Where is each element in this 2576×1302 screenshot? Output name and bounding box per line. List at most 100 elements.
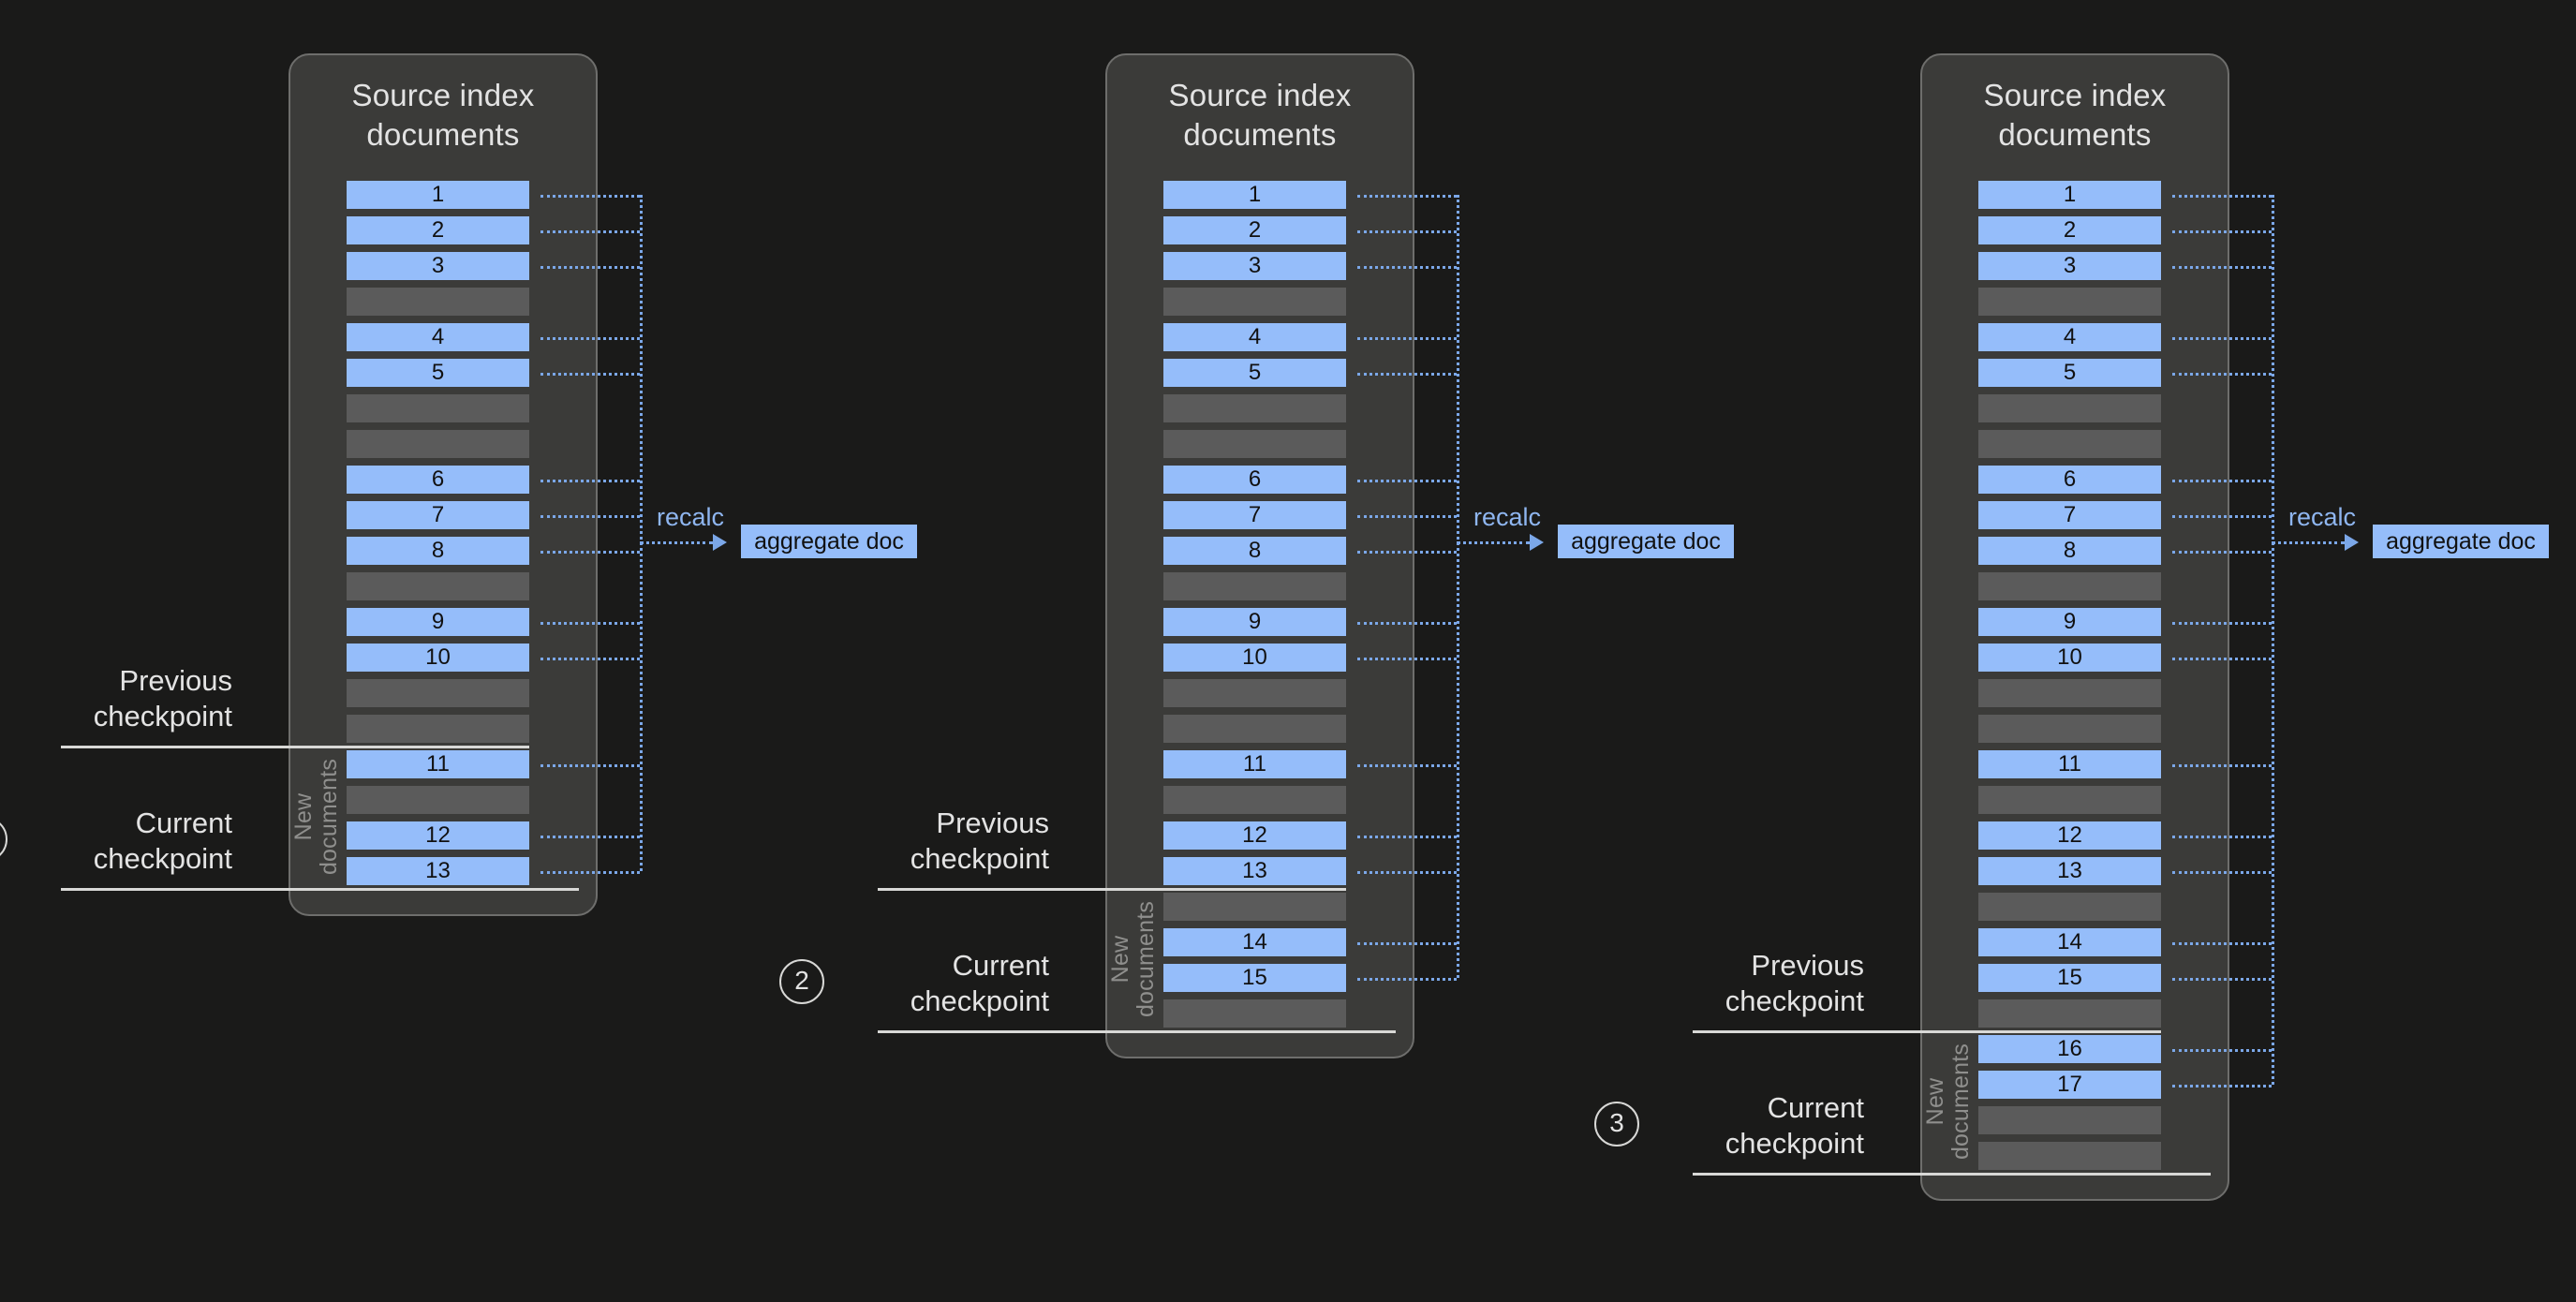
empty-row — [347, 288, 529, 316]
document-row: 3 — [1978, 252, 2161, 280]
current-checkpoint-label: Current checkpoint — [93, 806, 232, 875]
document-row: 14 — [1978, 928, 2161, 956]
document-row: 8 — [1163, 537, 1346, 565]
document-row: 11 — [347, 750, 529, 778]
row-connector — [1357, 373, 1457, 376]
recalc-label: recalc — [1473, 503, 1542, 531]
row-connector — [540, 515, 640, 518]
current-checkpoint-line — [1693, 1173, 2211, 1176]
document-row: 13 — [1978, 857, 2161, 885]
previous-checkpoint-line — [1693, 1030, 2161, 1033]
document-row: 11 — [1978, 750, 2161, 778]
document-row: 8 — [1978, 537, 2161, 565]
current-checkpoint-line — [61, 888, 579, 891]
document-row: 12 — [347, 821, 529, 850]
step-number-1: 1 — [0, 817, 7, 862]
row-connector — [540, 195, 640, 198]
empty-row — [1978, 430, 2161, 458]
previous-checkpoint-line — [61, 746, 529, 748]
document-row: 10 — [1163, 644, 1346, 672]
row-connector — [540, 622, 640, 625]
row-connector — [540, 764, 640, 767]
recalc-label: recalc — [657, 503, 725, 531]
recalc-arrow-line — [1457, 541, 1530, 544]
empty-row — [1163, 394, 1346, 422]
recalc-label: recalc — [2288, 503, 2357, 531]
empty-row — [1978, 288, 2161, 316]
previous-checkpoint-label: Previous checkpoint — [1725, 949, 1864, 1017]
recalc-arrow-line — [2272, 541, 2345, 544]
row-connector — [2172, 373, 2272, 376]
row-connector — [2172, 622, 2272, 625]
recalc-arrow-line — [640, 541, 713, 544]
row-connector — [1357, 658, 1457, 660]
document-row: 4 — [347, 323, 529, 351]
row-connector — [2172, 764, 2272, 767]
row-connector — [2172, 337, 2272, 340]
document-row: 5 — [1978, 359, 2161, 387]
document-row: 10 — [1978, 644, 2161, 672]
row-connector — [1357, 230, 1457, 233]
empty-row — [1978, 999, 2161, 1028]
step-number-2: 2 — [779, 959, 824, 1004]
panel-title: Source index documents — [1983, 78, 2167, 152]
recalc-arrow-head — [713, 534, 727, 551]
row-connector — [540, 337, 640, 340]
document-row: 17 — [1978, 1071, 2161, 1099]
document-row: 13 — [1163, 857, 1346, 885]
row-connector — [1357, 622, 1457, 625]
row-connector — [1357, 871, 1457, 874]
row-connector — [1357, 337, 1457, 340]
row-connector — [1357, 978, 1457, 981]
document-row: 2 — [347, 216, 529, 244]
empty-row — [1163, 999, 1346, 1028]
row-connector — [2172, 1085, 2272, 1087]
empty-row — [1163, 679, 1346, 707]
row-connector — [540, 230, 640, 233]
empty-row — [347, 394, 529, 422]
document-row: 10 — [347, 644, 529, 672]
row-connector — [1357, 480, 1457, 482]
document-row: 3 — [1163, 252, 1346, 280]
empty-row — [1978, 679, 2161, 707]
row-connector — [540, 551, 640, 554]
document-row: 14 — [1163, 928, 1346, 956]
row-connector — [540, 836, 640, 838]
document-row: 5 — [1163, 359, 1346, 387]
empty-row — [1978, 893, 2161, 921]
panel-title: Source index documents — [1168, 78, 1352, 152]
aggregate-doc-box: aggregate doc — [1558, 525, 1734, 558]
aggregation-bracket — [640, 195, 643, 871]
empty-row — [1163, 715, 1346, 743]
document-row: 1 — [1978, 181, 2161, 209]
row-connector — [2172, 515, 2272, 518]
empty-row — [347, 679, 529, 707]
panel-title: Source index documents — [351, 78, 535, 152]
document-row: 13 — [347, 857, 529, 885]
empty-row — [1978, 572, 2161, 600]
document-row: 3 — [347, 252, 529, 280]
document-row: 7 — [347, 501, 529, 529]
document-row: 16 — [1978, 1035, 2161, 1063]
row-connector — [1357, 836, 1457, 838]
document-row: 8 — [347, 537, 529, 565]
empty-row — [347, 572, 529, 600]
aggregate-doc-box: aggregate doc — [741, 525, 917, 558]
current-checkpoint-label: Current checkpoint — [910, 949, 1049, 1017]
new-documents-label: New documents — [1107, 900, 1159, 1018]
document-row: 15 — [1978, 964, 2161, 992]
empty-row — [1163, 893, 1346, 921]
row-connector — [1357, 195, 1457, 198]
empty-row — [1978, 715, 2161, 743]
recalc-arrow-head — [2345, 534, 2359, 551]
empty-row — [1163, 288, 1346, 316]
row-connector — [2172, 871, 2272, 874]
row-connector — [2172, 1049, 2272, 1052]
document-row: 9 — [347, 608, 529, 636]
document-row: 12 — [1978, 821, 2161, 850]
row-connector — [1357, 551, 1457, 554]
document-row: 1 — [347, 181, 529, 209]
row-connector — [2172, 230, 2272, 233]
current-checkpoint-label: Current checkpoint — [1725, 1091, 1864, 1160]
